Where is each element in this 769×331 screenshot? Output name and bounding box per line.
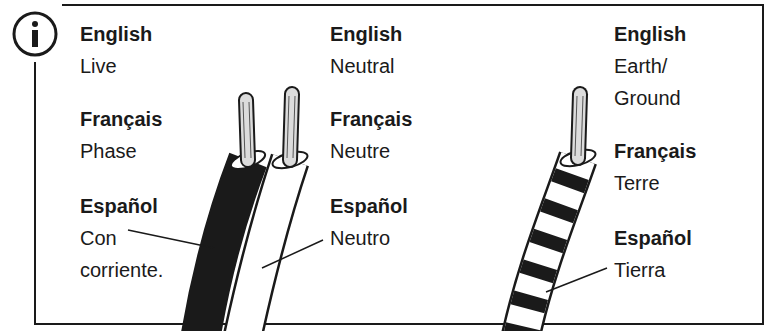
language-heading: Español (80, 190, 158, 222)
language-heading: Français (80, 103, 162, 135)
wire-name: Earth/ Ground (614, 50, 696, 114)
wire-name: Terre (614, 167, 660, 199)
frame (35, 5, 763, 324)
live-wire (200, 100, 267, 331)
wire-name: Neutral (330, 50, 394, 82)
leader-line (262, 240, 323, 268)
wire-name: Con corriente. (80, 222, 192, 286)
wire-name: Neutro (330, 222, 390, 254)
language-heading: Français (614, 135, 696, 167)
wire-name: Tierra (614, 254, 665, 286)
language-heading: Español (330, 190, 408, 222)
language-heading: Français (330, 103, 412, 135)
language-heading: English (614, 18, 686, 50)
leader-line (546, 268, 607, 292)
wire-name: Neutre (330, 135, 390, 167)
neutral-wire (242, 94, 309, 331)
wire-name: Phase (80, 135, 137, 167)
leader-line (128, 230, 214, 248)
language-heading: English (330, 18, 402, 50)
earth-wire (520, 94, 597, 331)
language-heading: English (80, 18, 152, 50)
info-icon (14, 13, 56, 55)
language-heading: Español (614, 222, 692, 254)
wire-name: Live (80, 50, 117, 82)
